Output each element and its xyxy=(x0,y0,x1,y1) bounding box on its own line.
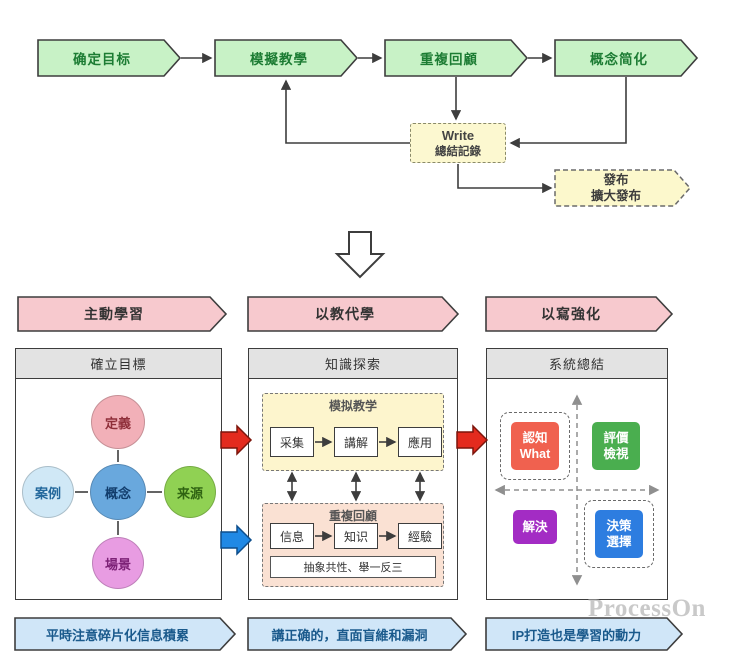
footer-banner-label-2[interactable]: 講正确的，直面盲維和漏洞 xyxy=(271,627,428,643)
mindmap-circle-scene[interactable]: 場景 xyxy=(92,537,144,589)
blue-block-arrow xyxy=(220,524,253,556)
teach-step-collect[interactable]: 采集 xyxy=(270,427,314,457)
quadrant-evaluate-line-2: 檢視 xyxy=(603,447,629,461)
mindmap-circle-case[interactable]: 案例 xyxy=(22,466,74,518)
publish-line-2: 擴大發布 xyxy=(590,189,641,203)
simulated-teaching-title: 模拟教学 xyxy=(328,399,377,413)
mindmap-circle-definition[interactable]: 定義 xyxy=(91,395,145,449)
quadrant-solve-line-1: 解決 xyxy=(522,519,548,534)
flow-node-label-4[interactable]: 概念简化 xyxy=(590,52,648,67)
mindmap-circle-concept[interactable]: 概念 xyxy=(90,464,146,520)
write-note-subtitle: 總結記錄 xyxy=(435,145,481,158)
quadrant-cognition[interactable]: 認知 What xyxy=(511,422,559,470)
flow-node-label-2[interactable]: 模擬教學 xyxy=(250,52,308,67)
flow-arrow xyxy=(280,79,410,144)
mindmap-circle-source[interactable]: 来源 xyxy=(164,466,216,518)
red-block-arrow-2 xyxy=(456,424,489,456)
quadrant-evaluate-line-1: 評價 xyxy=(603,430,629,445)
review-step-experience[interactable]: 經驗 xyxy=(398,523,442,549)
quadrant-decision[interactable]: 決策 選擇 xyxy=(595,510,643,558)
quadrant-solve[interactable]: 解決 xyxy=(513,510,557,544)
card-summary-header[interactable]: 系統總結 xyxy=(487,349,667,379)
banner-label-1[interactable]: 主動學習 xyxy=(84,306,144,322)
down-arrow-icon xyxy=(334,231,386,279)
quadrant-decision-line-2: 選擇 xyxy=(606,535,632,549)
write-note-box[interactable]: Write 總結記錄 xyxy=(410,123,506,163)
publish-line-1: 發布 xyxy=(603,172,629,187)
flow-arrow xyxy=(457,164,553,194)
banner-label-3[interactable]: 以寫強化 xyxy=(541,306,601,322)
teach-step-apply[interactable]: 應用 xyxy=(398,427,442,457)
quadrant-decision-line-1: 決策 xyxy=(606,518,632,533)
quadrant-cognition-line-1: 認知 xyxy=(522,430,548,445)
review-step-knowledge[interactable]: 知识 xyxy=(334,523,378,549)
repeated-review-title: 重複回顧 xyxy=(328,509,377,523)
quadrant-cognition-line-2: What xyxy=(519,447,551,461)
flow-node-label-1[interactable]: 确定目标 xyxy=(73,52,131,67)
card-goal-header[interactable]: 確立目標 xyxy=(16,349,221,379)
red-block-arrow-1 xyxy=(220,424,253,456)
teach-step-explain[interactable]: 講解 xyxy=(334,427,378,457)
banner-label-2[interactable]: 以教代學 xyxy=(315,306,375,322)
publish-label[interactable]: 發布 擴大發布 xyxy=(555,170,677,206)
quadrant-frame-top-left xyxy=(500,412,570,480)
card-explore-header[interactable]: 知識探索 xyxy=(249,349,457,379)
flow-node-label-3[interactable]: 重複回顧 xyxy=(420,52,478,67)
review-note-strip[interactable]: 抽象共性、舉一反三 xyxy=(270,556,436,578)
footer-banner-label-1[interactable]: 平時注意碎片化信息積累 xyxy=(45,627,189,643)
review-step-info[interactable]: 信息 xyxy=(270,523,314,549)
write-note-title: Write xyxy=(441,127,475,143)
footer-banner-label-3[interactable]: IP打造也是學習的動力 xyxy=(511,627,642,643)
flow-arrow xyxy=(509,77,627,149)
quadrant-evaluate[interactable]: 評價 檢視 xyxy=(592,422,640,470)
quadrant-frame-bottom-right xyxy=(584,500,654,568)
